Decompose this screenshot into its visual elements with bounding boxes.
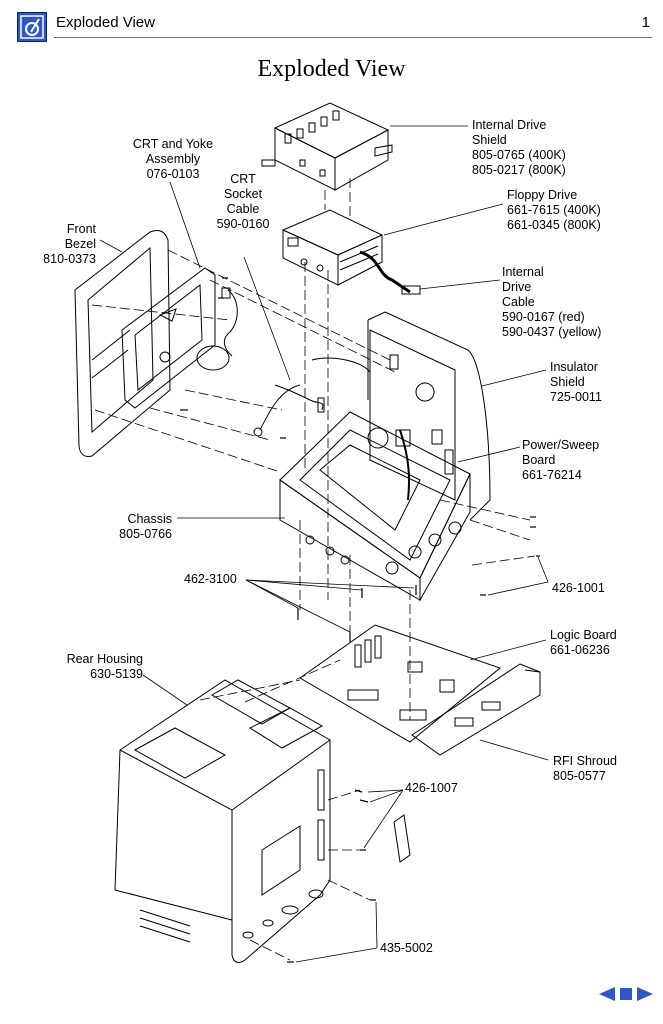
label-front-bezel: Front Bezel 810-0373 (43, 222, 96, 266)
label-chassis: Chassis 805-0766 (119, 512, 172, 541)
label-logic-board: Logic Board 661-06236 (550, 628, 617, 657)
label-internal-drive-cable: Internal Drive Cable 590-0167 (red) 590-… (502, 265, 602, 339)
label-crt-yoke: CRT and Yoke Assembly 076-0103 (132, 137, 214, 181)
page-header: Exploded View 1 (0, 0, 663, 42)
label-rfi-shroud: RFI Shroud 805-0577 (553, 754, 617, 783)
screw-set (180, 277, 540, 963)
floppy-drive-part (281, 209, 384, 286)
rear-housing-part (114, 679, 331, 963)
logic-board-part (299, 624, 502, 743)
insulator-shield-part (367, 311, 491, 521)
page-number: 1 (641, 14, 650, 31)
square-icon (620, 988, 632, 1000)
power-sweep-board-part (369, 329, 456, 501)
internal-drive-shield-part (261, 102, 393, 191)
chassis-part (279, 411, 471, 602)
contents-button[interactable] (618, 986, 636, 1002)
front-bezel-part (74, 229, 171, 457)
header-rule (54, 37, 652, 38)
label-power-sweep-board: Power/Sweep Board 661-76214 (522, 438, 600, 482)
header-title: Exploded View (56, 14, 155, 31)
crt-yoke-part (121, 267, 238, 409)
label-screw-462-3100: 462-3100 (184, 572, 237, 586)
right-arrow-icon (637, 987, 653, 1001)
next-page-button[interactable] (636, 986, 654, 1002)
label-screw-426-1007: 426-1007 (405, 781, 458, 795)
left-arrow-icon (599, 987, 615, 1001)
crt-socket-cable-part (253, 357, 371, 437)
rfi-shroud-part (411, 663, 541, 756)
label-screw-435-5002: 435-5002 (380, 941, 433, 955)
label-floppy-drive: Floppy Drive 661-7615 (400K) 661-0345 (8… (507, 188, 601, 232)
manual-logo-icon (17, 12, 47, 42)
page-title: Exploded View (257, 56, 406, 82)
label-insulator-shield: Insulator Shield 725-0011 (550, 360, 602, 404)
label-internal-drive-shield: Internal Drive Shield 805-0765 (400K) 80… (472, 118, 566, 177)
prev-page-button[interactable] (598, 986, 616, 1002)
label-screw-426-1001: 426-1001 (552, 581, 605, 595)
label-crt-socket-cable: CRT Socket Cable 590-0160 (216, 172, 270, 231)
label-rear-housing: Rear Housing 630-5139 (66, 652, 143, 681)
